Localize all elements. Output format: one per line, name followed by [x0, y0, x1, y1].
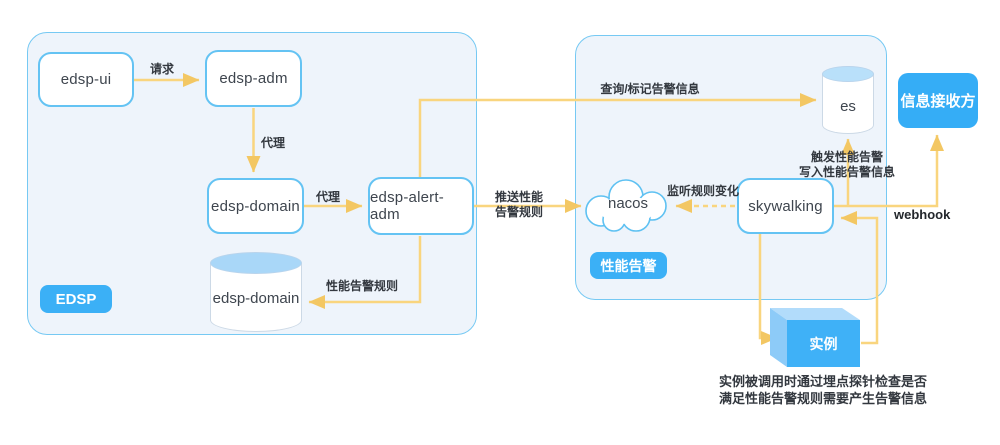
edsp-badge-label: EDSP — [55, 290, 97, 308]
nacos-label: nacos — [607, 195, 649, 212]
node-edsp-ui-label: edsp-ui — [60, 71, 112, 88]
node-skywalking: skywalking — [737, 178, 834, 234]
label-request: 请求 — [149, 62, 174, 76]
node-edsp-alert-adm: edsp-alert-adm — [368, 177, 474, 235]
label-proxy-down: 代理 — [261, 136, 286, 150]
edsp-domain-db-label: edsp-domain — [212, 290, 300, 307]
cylinder-body — [210, 263, 302, 332]
label-trigger-alert-line2: 写入性能告警信息 — [798, 165, 895, 179]
node-edsp-adm-label: edsp-adm — [219, 70, 288, 87]
cylinder-top — [822, 66, 874, 82]
node-edsp-adm: edsp-adm — [205, 50, 302, 107]
performance-alert-badge-label: 性能告警 — [600, 257, 657, 274]
cylinder-body — [822, 74, 874, 134]
es-db-label: es — [840, 98, 856, 115]
es-database-icon: es — [822, 66, 874, 134]
node-edsp-ui: edsp-ui — [38, 52, 134, 107]
node-edsp-domain: edsp-domain — [207, 178, 304, 234]
instance-label-text: 实例 — [809, 335, 838, 352]
label-push-rules-line2: 告警规则 — [494, 205, 543, 219]
label-push-rules: 推送性能 告警规则 — [491, 190, 547, 220]
instance-caption-line2: 满足性能告警规则需要产生告警信息 — [718, 391, 927, 406]
label-listen-rule-change: 监听规则变化 — [666, 184, 739, 198]
edsp-domain-database-icon: edsp-domain — [210, 252, 302, 332]
label-trigger-alert: 触发性能告警 写入性能告警信息 — [785, 150, 909, 180]
label-query-mark: 查询/标记告警信息 — [600, 82, 700, 96]
label-perf-alert-rules: 性能告警规则 — [325, 279, 398, 293]
instance-caption-line1: 实例被调用时通过埋点探针检查是否 — [718, 374, 927, 389]
cylinder-top — [210, 252, 302, 274]
performance-alert-badge: 性能告警 — [590, 252, 667, 279]
message-receiver-label: 信息接收方 — [900, 93, 976, 110]
instance-caption: 实例被调用时通过埋点探针检查是否 满足性能告警规则需要产生告警信息 — [712, 373, 934, 407]
node-edsp-alert-adm-label: edsp-alert-adm — [370, 189, 444, 223]
message-receiver-box: 信息接收方 — [898, 73, 978, 128]
edsp-group-badge: EDSP — [40, 285, 112, 313]
label-push-rules-line1: 推送性能 — [494, 190, 543, 204]
label-proxy-right: 代理 — [316, 190, 341, 204]
label-trigger-alert-line1: 触发性能告警 — [810, 150, 883, 164]
label-webhook: webhook — [894, 207, 951, 222]
node-edsp-domain-label: edsp-domain — [211, 197, 300, 215]
instance-label: 实例 — [787, 320, 860, 367]
node-skywalking-label: skywalking — [748, 197, 823, 215]
